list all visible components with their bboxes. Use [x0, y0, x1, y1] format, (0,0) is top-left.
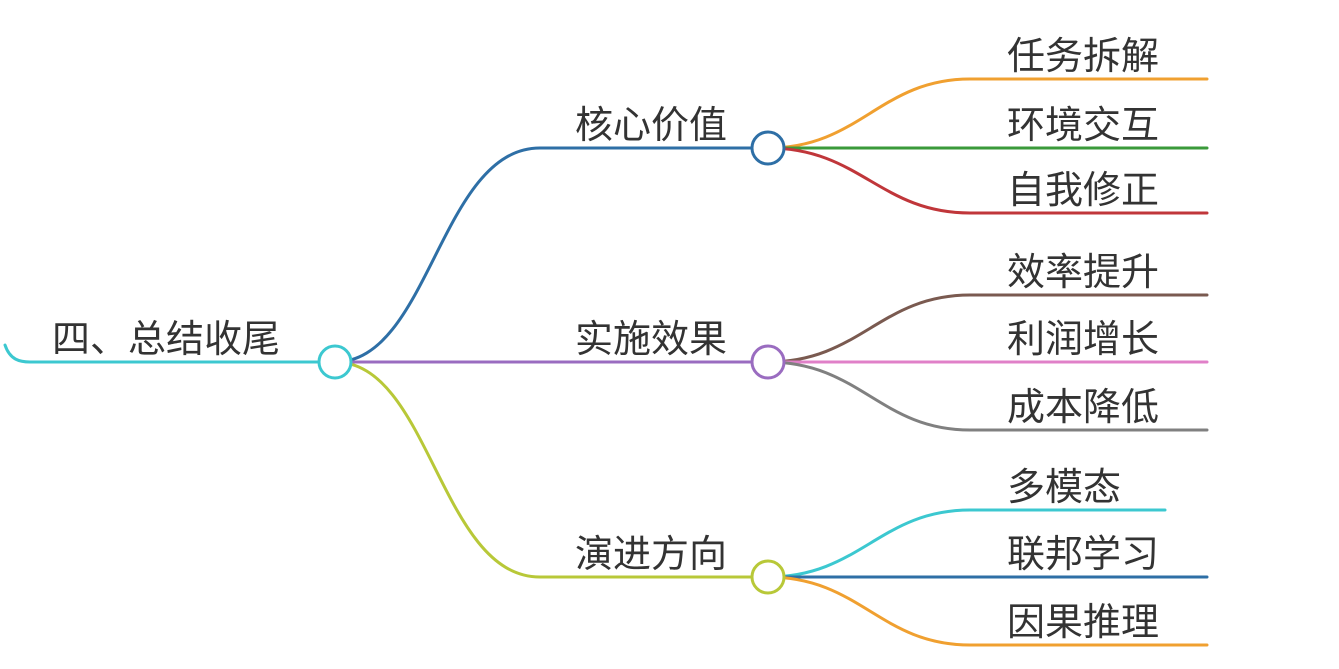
leaf-label-env-interaction: 环境交互 [1007, 103, 1159, 147]
root-edge [3, 343, 337, 364]
leaf-edge-task-decomposition [766, 77, 1209, 150]
branch-label-core-value: 核心价值 [575, 103, 727, 147]
branch-label-evolution: 演进方向 [575, 532, 727, 576]
leaf-label-self-correction: 自我修正 [1007, 168, 1159, 212]
leaf-label-causal: 因果推理 [1007, 600, 1159, 644]
leaf-label-multimodal: 多模态 [1007, 465, 1121, 509]
branch-edge-evolution [333, 360, 770, 579]
leaf-edge-self-correction [766, 146, 1209, 215]
leaf-label-cost: 成本降低 [1007, 385, 1159, 429]
leaf-label-profit: 利润增长 [1007, 317, 1159, 361]
leaf-label-efficiency: 效率提升 [1007, 250, 1159, 294]
branch-node-core-value[interactable] [750, 130, 786, 166]
leaf-edge-cost [766, 360, 1209, 432]
branch-label-results: 实施效果 [575, 317, 727, 361]
leaf-edge-causal [766, 575, 1209, 647]
root-node[interactable] [317, 344, 353, 380]
leaf-edge-efficiency [766, 293, 1209, 364]
root-node-label: 四、总结收尾 [52, 317, 280, 361]
leaf-edge-multimodal [766, 508, 1167, 579]
branch-node-results[interactable] [750, 344, 786, 380]
branch-edge-core-value [333, 146, 770, 364]
leaf-label-task-decomposition: 任务拆解 [1007, 34, 1159, 78]
branch-node-evolution[interactable] [750, 559, 786, 595]
leaf-label-federated: 联邦学习 [1007, 532, 1159, 576]
